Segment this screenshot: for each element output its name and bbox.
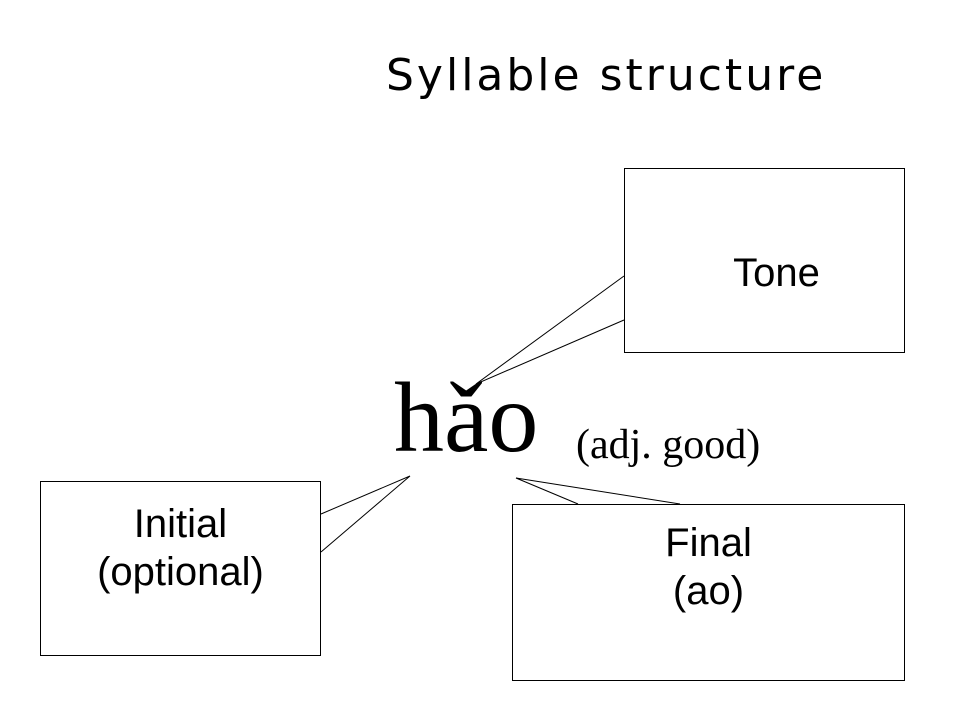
final-note: (ao) [672, 569, 745, 613]
final-label: Final [665, 521, 752, 565]
initial-callout-box: Initial (optional) [40, 481, 321, 656]
tone-callout-pointer [475, 275, 625, 385]
tone-callout-box: Tone [624, 168, 905, 353]
slide-title: Syllable structure [386, 50, 827, 101]
initial-callout-pointer [320, 475, 411, 553]
final-callout-pointer [515, 477, 681, 505]
final-callout-box: Final (ao) [512, 504, 905, 681]
syllable-gloss: (adj. good) [576, 422, 761, 468]
syllable-word: hǎo [394, 362, 539, 473]
initial-label: Initial [133, 502, 228, 546]
initial-note: (optional) [97, 550, 264, 594]
tone-label: Tone [733, 251, 820, 295]
